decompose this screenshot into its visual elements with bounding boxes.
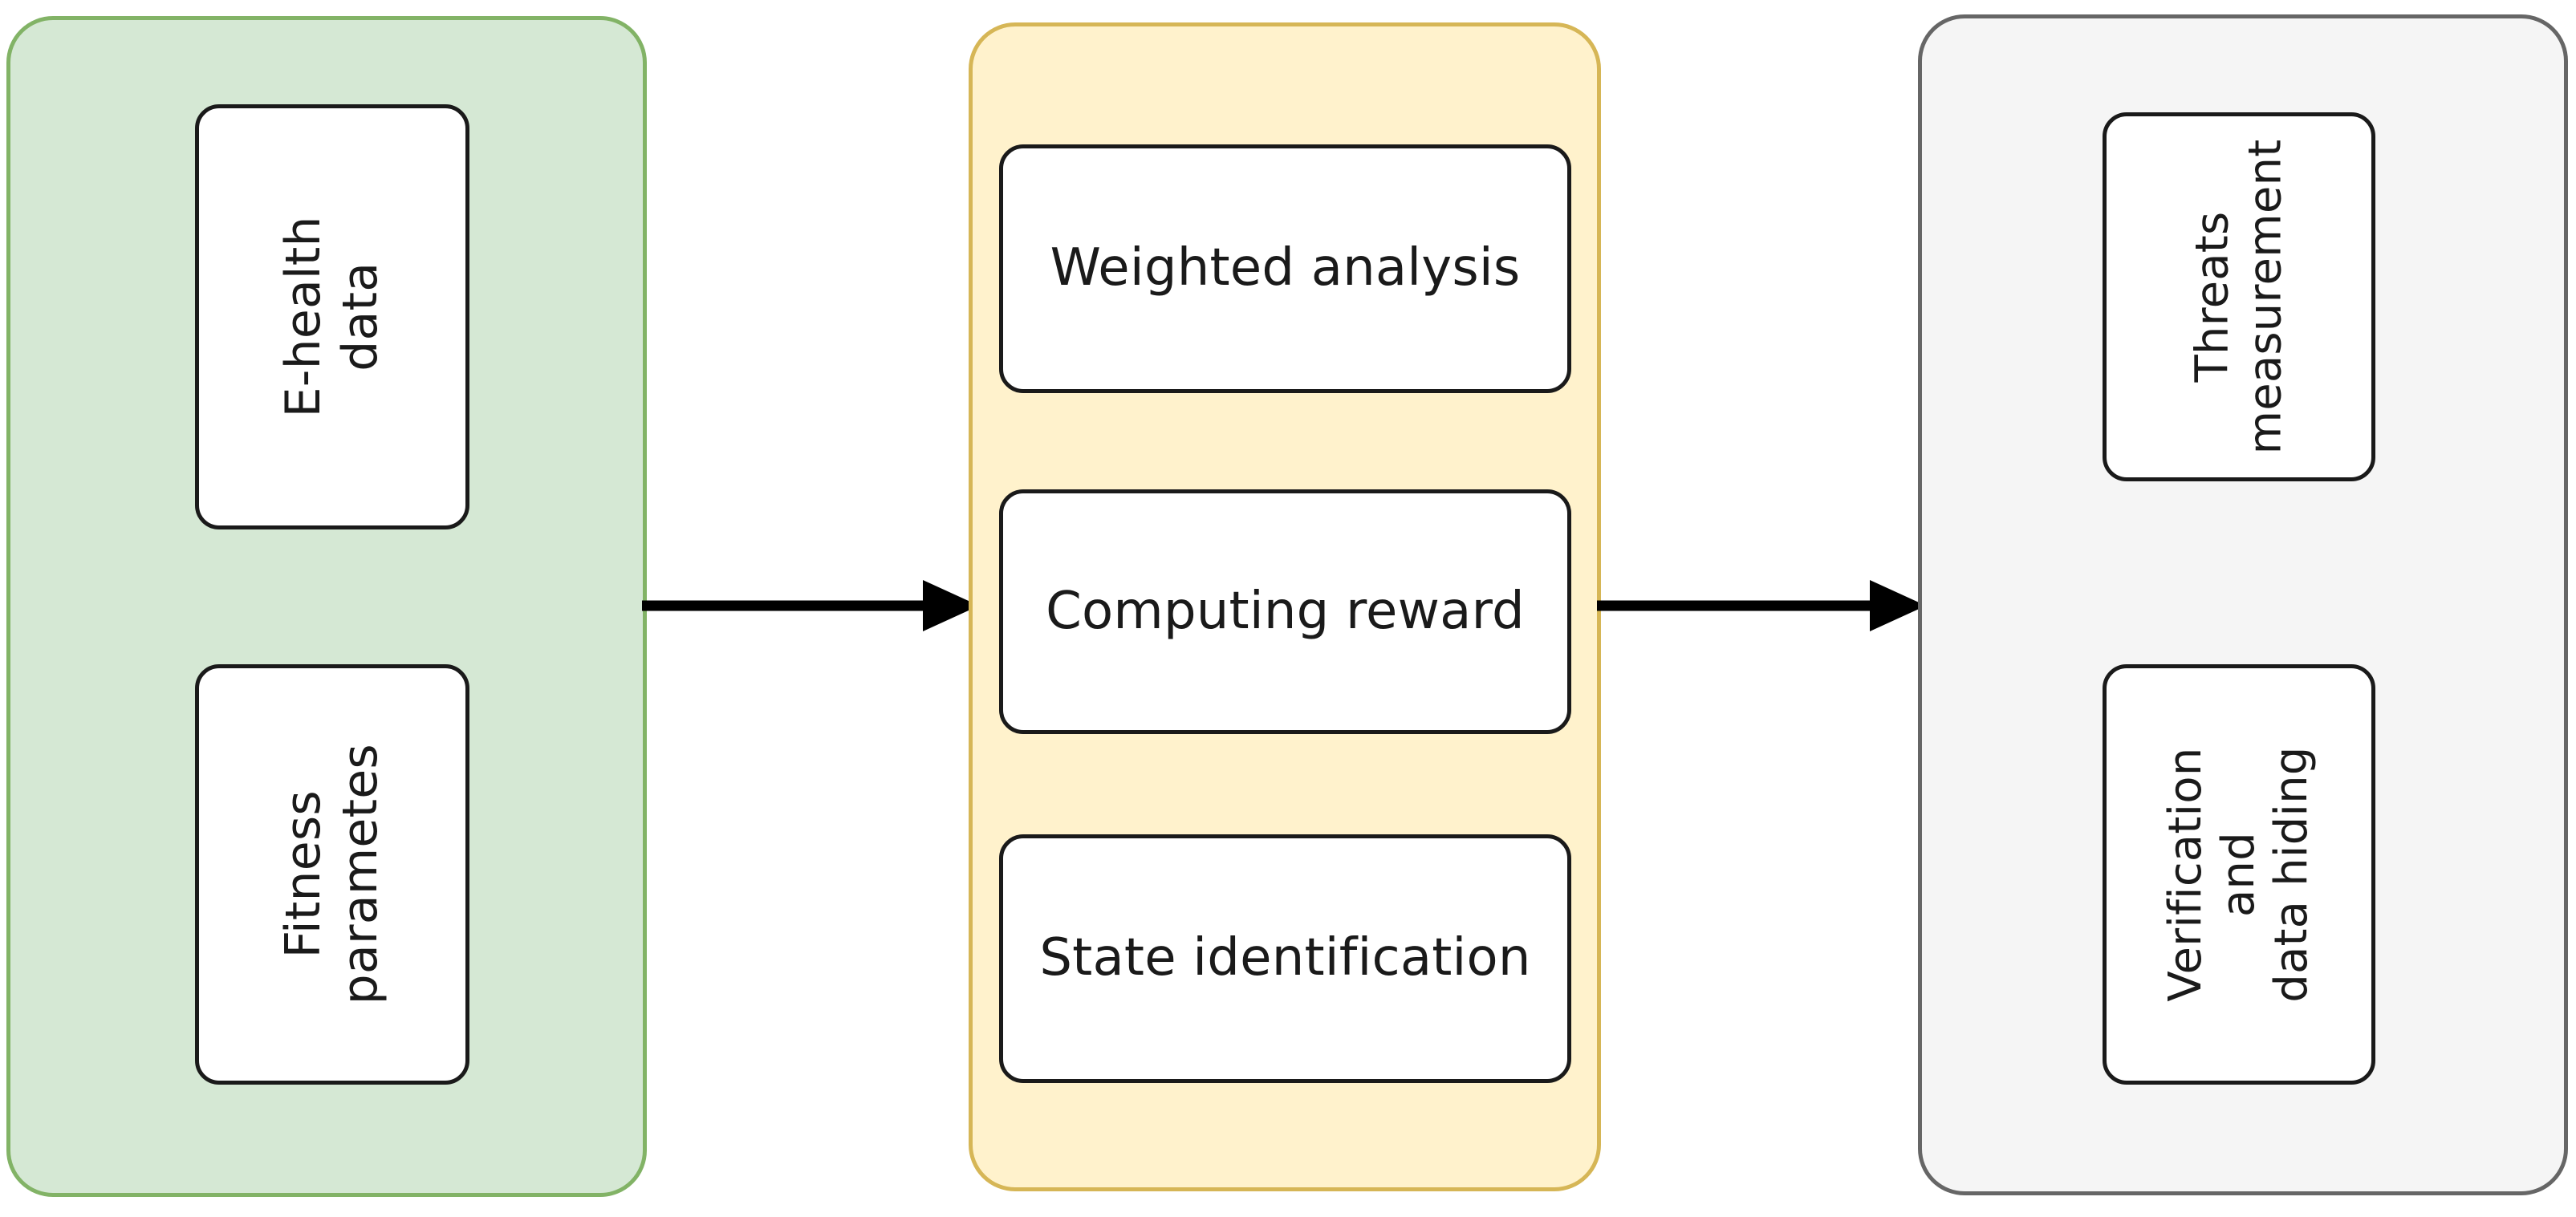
arrow-input-to-processing (642, 580, 979, 631)
node-e-health-data-label: E-health data (275, 216, 388, 418)
node-verification-and-data-hiding[interactable]: Verification and data hiding (2103, 664, 2375, 1085)
node-computing-reward-label: Computing reward (1046, 581, 1525, 641)
node-state-identification[interactable]: State identification (999, 834, 1571, 1083)
node-threats-measurement[interactable]: Threats measurement (2103, 112, 2375, 481)
node-state-identification-label: State identification (1039, 928, 1531, 988)
node-weighted-analysis[interactable]: Weighted analysis (999, 144, 1571, 393)
node-weighted-analysis-label: Weighted analysis (1050, 238, 1521, 298)
node-e-health-data[interactable]: E-health data (195, 104, 469, 529)
node-fitness-parametes-label: Fitness parametes (275, 744, 388, 1005)
arrow-head-icon (1870, 580, 1926, 631)
arrow-processing-to-output (1597, 580, 1926, 631)
arrow-head-icon (923, 580, 979, 631)
node-threats-measurement-label: Threats measurement (2185, 139, 2292, 455)
node-verification-and-data-hiding-label: Verification and data hiding (2159, 746, 2318, 1003)
node-fitness-parametes[interactable]: Fitness parametes (195, 664, 469, 1085)
node-computing-reward[interactable]: Computing reward (999, 489, 1571, 734)
